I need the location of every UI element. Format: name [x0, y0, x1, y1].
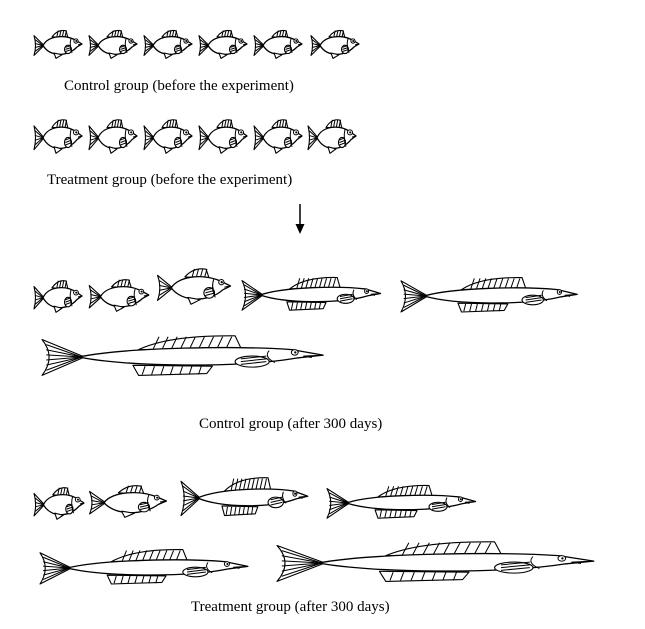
slender-fish-icon	[39, 549, 249, 585]
fish-group-treatment-after	[33, 477, 595, 585]
slender-fish-icon	[41, 335, 324, 376]
deep-bodied-fish-icon	[143, 119, 193, 154]
deep-bodied-fish-icon	[198, 119, 248, 154]
caption-control-after: Control group (after 300 days)	[199, 416, 383, 432]
deep-bodied-fish-icon	[310, 29, 360, 59]
caption-treatment-after: Treatment group (after 300 days)	[191, 599, 390, 615]
deep-bodied-fish-icon	[307, 119, 357, 154]
fish-group-control-before	[33, 29, 360, 59]
deep-bodied-fish-icon	[33, 119, 83, 154]
deep-bodied-fish-icon	[88, 29, 138, 59]
down-arrow-icon	[295, 204, 305, 234]
fish-group-control-after	[33, 268, 578, 376]
deep-bodied-fish-icon	[143, 29, 193, 59]
deep-bodied-fish-icon	[89, 485, 168, 518]
deep-bodied-fish-icon	[33, 29, 83, 59]
caption-control-before: Control group (before the experiment)	[64, 78, 294, 94]
deep-bodied-fish-icon	[253, 119, 303, 154]
slender-fish-icon	[180, 477, 309, 517]
deep-bodied-fish-icon	[253, 29, 303, 59]
fish-layer	[33, 29, 595, 585]
slender-fish-icon	[241, 276, 382, 311]
slender-fish-icon	[400, 277, 578, 313]
slender-fish-icon	[276, 541, 595, 582]
fish-group-treatment-before	[33, 119, 357, 154]
caption-treatment-before: Treatment group (before the experiment)	[47, 172, 293, 188]
deep-bodied-fish-icon	[33, 280, 83, 313]
deep-bodied-fish-icon	[88, 119, 138, 154]
deep-bodied-fish-icon	[33, 487, 85, 520]
slender-fish-icon	[326, 484, 477, 519]
deep-bodied-fish-icon	[88, 279, 150, 312]
deep-bodied-fish-icon	[198, 29, 248, 59]
deep-bodied-fish-icon	[156, 268, 232, 305]
